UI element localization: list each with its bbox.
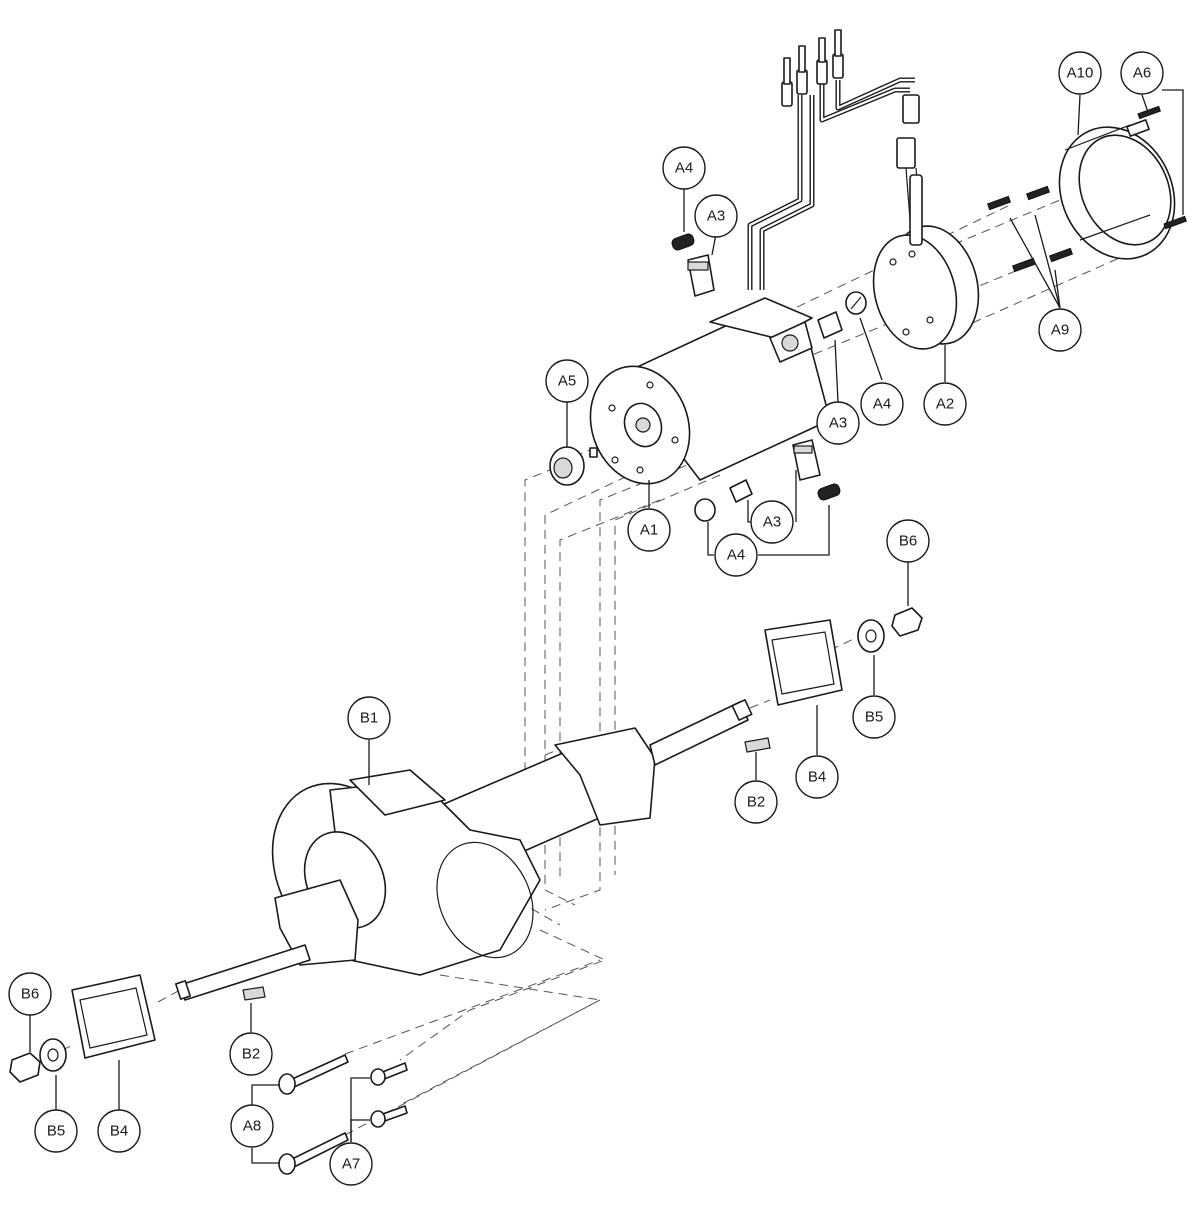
callout-a3-mid: A3: [816, 401, 860, 445]
svg-text:A6: A6: [1133, 65, 1151, 82]
svg-text:A2: A2: [936, 396, 954, 413]
callout-b2-left: B2: [229, 1032, 273, 1076]
svg-text:A4: A4: [675, 160, 693, 177]
svg-text:A3: A3: [829, 415, 847, 432]
callout-a2: A2: [923, 382, 967, 426]
mounting-bolts: [278, 1054, 408, 1175]
alignment-lines: [61, 174, 1161, 1136]
callout-b5-left: B5: [34, 1109, 78, 1153]
svg-text:A4: A4: [873, 396, 891, 413]
svg-text:A5: A5: [558, 373, 576, 390]
svg-text:B6: B6: [899, 533, 917, 550]
svg-text:B5: B5: [865, 709, 883, 726]
svg-text:B4: B4: [110, 1123, 128, 1140]
callout-a8: A8: [230, 1104, 274, 1148]
callout-b2-right: B2: [734, 780, 778, 824]
leader-lines: [29, 89, 1184, 1164]
svg-text:A3: A3: [707, 208, 725, 225]
callout-a10: A10: [1058, 51, 1102, 95]
callout-a6: A6: [1120, 51, 1164, 95]
callout-a3-low: A3: [750, 500, 794, 544]
svg-text:A9: A9: [1051, 322, 1069, 339]
end-cover-ring: [1058, 119, 1176, 260]
callout-b6-right: B6: [886, 519, 930, 563]
axle-hardware: [9, 607, 923, 1083]
svg-text:B6: B6: [21, 986, 39, 1003]
callout-b6-left: B6: [8, 972, 52, 1016]
svg-text:A1: A1: [640, 522, 658, 539]
callout-a7: A7: [329, 1142, 373, 1186]
callout-a3-top: A3: [694, 194, 738, 238]
svg-text:B2: B2: [747, 794, 765, 811]
callout-b4-left: B4: [97, 1109, 141, 1153]
svg-text:A3: A3: [763, 514, 781, 531]
callout-b4-right: B4: [795, 755, 839, 799]
callout-a1: A1: [627, 508, 671, 552]
callout-b5-right: B5: [852, 695, 896, 739]
transaxle-housing: [174, 698, 753, 1001]
callout-b1: B1: [347, 696, 391, 740]
svg-text:A4: A4: [727, 547, 745, 564]
svg-text:A7: A7: [342, 1156, 360, 1173]
svg-text:B2: B2: [242, 1046, 260, 1063]
motor-body: [589, 297, 831, 485]
callout-a4-low: A4: [714, 533, 758, 577]
screws: [986, 105, 1188, 273]
svg-text:A10: A10: [1067, 65, 1094, 82]
svg-text:A8: A8: [243, 1118, 261, 1135]
callout-a4-mid: A4: [860, 382, 904, 426]
svg-text:B1: B1: [360, 710, 378, 727]
callout-a9: A9: [1038, 308, 1082, 352]
brush-holders-and-caps: [671, 233, 867, 522]
brake-assembly: [872, 174, 980, 350]
svg-text:B5: B5: [47, 1123, 65, 1140]
coupler: [549, 446, 598, 486]
callout-a4-top: A4: [662, 146, 706, 190]
svg-text:B4: B4: [808, 769, 826, 786]
callout-a5: A5: [545, 359, 589, 403]
